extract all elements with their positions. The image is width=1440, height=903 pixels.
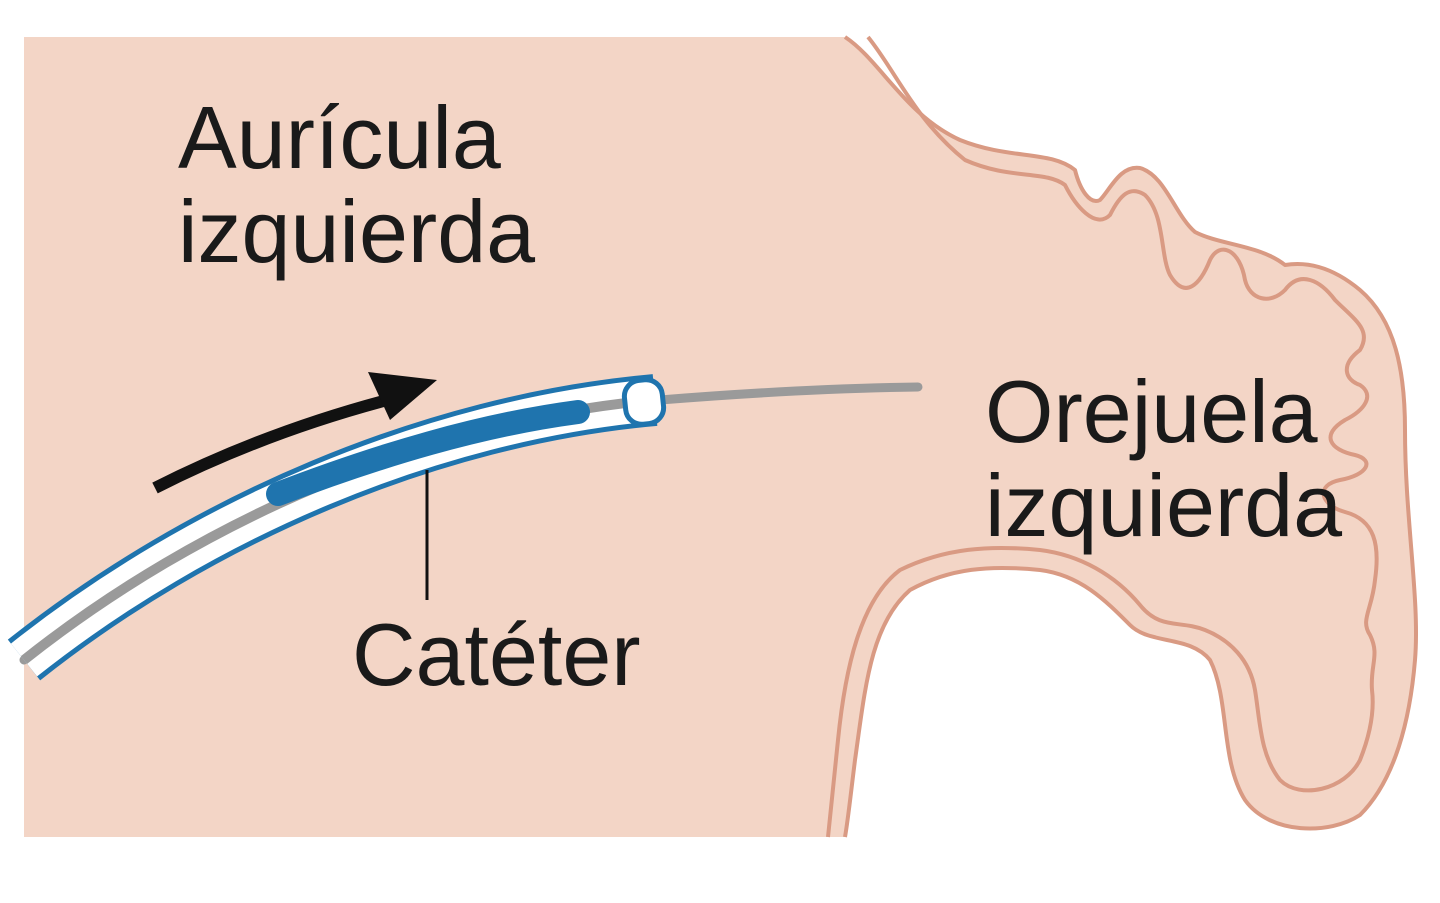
appendage-label-line1: Orejuela <box>985 362 1318 461</box>
catheter-electrode <box>266 400 590 506</box>
catheter-tip <box>621 377 667 427</box>
appendage-inner-wall <box>826 35 1379 838</box>
catheter-label: Catéter <box>352 605 641 704</box>
atrium-label-line1: Aurícula <box>178 88 501 187</box>
direction-arrow-shaft <box>152 392 397 494</box>
appendage-label-line2: izquierda <box>985 456 1342 555</box>
left-atrium-tissue <box>24 37 1417 837</box>
appendage-outer-wall <box>843 35 1419 838</box>
atrium-label-line2: izquierda <box>178 182 535 281</box>
direction-arrow-head <box>368 372 437 420</box>
